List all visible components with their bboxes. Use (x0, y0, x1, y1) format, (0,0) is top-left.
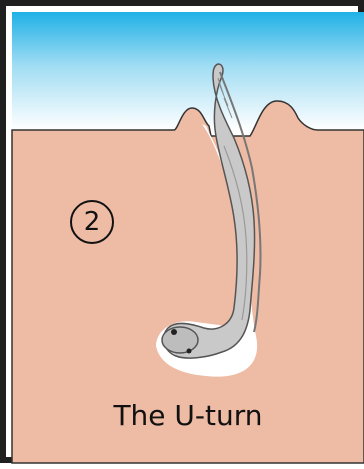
eel-nostril (187, 349, 192, 354)
step-number-label: 2 (70, 200, 114, 244)
eel-eye (171, 329, 177, 335)
eel-head (162, 327, 198, 353)
diagram-caption: The U-turn (6, 399, 364, 432)
